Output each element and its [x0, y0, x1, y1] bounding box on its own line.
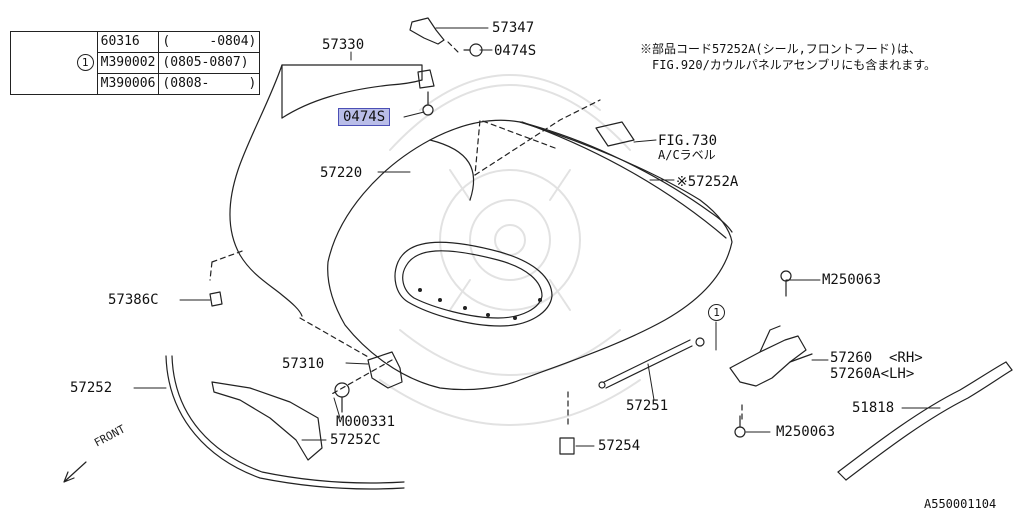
reference-row: M390006 (0808- ): [11, 73, 261, 95]
callout-57330[interactable]: 57330: [322, 37, 365, 53]
front-seal-57252: [165, 355, 405, 490]
stopper-57254: [559, 437, 575, 455]
hinge-57260: [729, 335, 807, 387]
callout-57260a-lh[interactable]: 57260A<LH>: [830, 366, 915, 382]
callout-57254[interactable]: 57254: [598, 438, 641, 454]
hood-release-cable: [229, 64, 303, 317]
leader-lines: [133, 27, 941, 447]
callout-m250063-bottom[interactable]: M250063: [776, 424, 836, 440]
callout-57252a[interactable]: ※57252A: [676, 174, 739, 190]
bracket-57347: [409, 17, 445, 45]
bracket-57252c: [211, 381, 323, 461]
fig-reference-caption: A/Cラベル: [658, 148, 716, 162]
parts-note-line-2: FIG.920/カウルパネルアセンブリにも含まれます。: [652, 58, 936, 72]
cable-upper-route: [281, 79, 423, 119]
callout-0474s-top[interactable]: 0474S: [494, 43, 537, 59]
callout-57260-rh[interactable]: 57260 <RH>: [830, 350, 923, 366]
dashed-guides: [209, 41, 743, 429]
reference-mark: 1: [76, 54, 94, 71]
hood-scoop: [394, 241, 553, 327]
seal-57252a: [519, 121, 733, 233]
callout-57386c[interactable]: 57386C: [108, 292, 159, 308]
latch-bolt-m000331: [334, 382, 350, 398]
reference-code: M390006: [96, 73, 160, 95]
weatherstrip-51818: [837, 361, 1007, 473]
callout-m250063-top[interactable]: M250063: [822, 272, 882, 288]
callout-57251[interactable]: 57251: [626, 398, 669, 414]
reference-mark-cell: 1: [10, 31, 98, 95]
hood-rear-edge-line: [521, 121, 727, 239]
fig-reference[interactable]: FIG.730: [658, 133, 718, 149]
bolt-m250063-bottom: [734, 426, 746, 438]
reference-code: M390002: [96, 52, 160, 74]
parts-note-line-1: ※部品コード57252A(シール,フロントフード)は、: [640, 42, 922, 56]
grommet-57386c: [209, 291, 223, 307]
reference-period: (0808- ): [158, 73, 261, 95]
callout-51818[interactable]: 51818: [852, 400, 895, 416]
front-arrow: [63, 461, 87, 483]
watermark-emblem: [379, 74, 641, 426]
callout-m000331[interactable]: M000331: [336, 414, 396, 430]
hood-panel: [327, 119, 733, 391]
reference-period: (0805-0807): [158, 52, 261, 74]
striker-57330-mount: [417, 69, 435, 89]
reference-row: M390002 (0805-0807): [11, 52, 261, 74]
callout-57220[interactable]: 57220: [320, 165, 363, 181]
reference-table: 1 60316 ( -0804) M390002 (0805-0807) M39…: [10, 31, 261, 95]
hood-scoop-inner: [402, 250, 543, 319]
reference-period: ( -0804): [158, 31, 261, 53]
callout-0474s-highlighted[interactable]: 0474S: [338, 108, 391, 126]
callout-57252c[interactable]: 57252C: [330, 432, 381, 448]
bolt-0474s-hl: [422, 104, 434, 116]
figure-id: A550001104: [924, 497, 997, 511]
reference-row: 1 60316 ( -0804): [10, 31, 261, 95]
hood-latch-57310: [367, 351, 403, 389]
ac-label-plate: [595, 121, 635, 147]
scoop-fasteners: [418, 288, 542, 320]
callout-57252[interactable]: 57252: [70, 380, 113, 396]
reference-mark-callout[interactable]: 1: [708, 304, 725, 321]
reference-code: 60316: [96, 31, 160, 53]
callout-57310[interactable]: 57310: [282, 356, 325, 372]
hood-front-edge-line: [429, 139, 475, 201]
cable-bracket-57330: [281, 64, 423, 119]
callout-57347[interactable]: 57347: [492, 20, 535, 36]
